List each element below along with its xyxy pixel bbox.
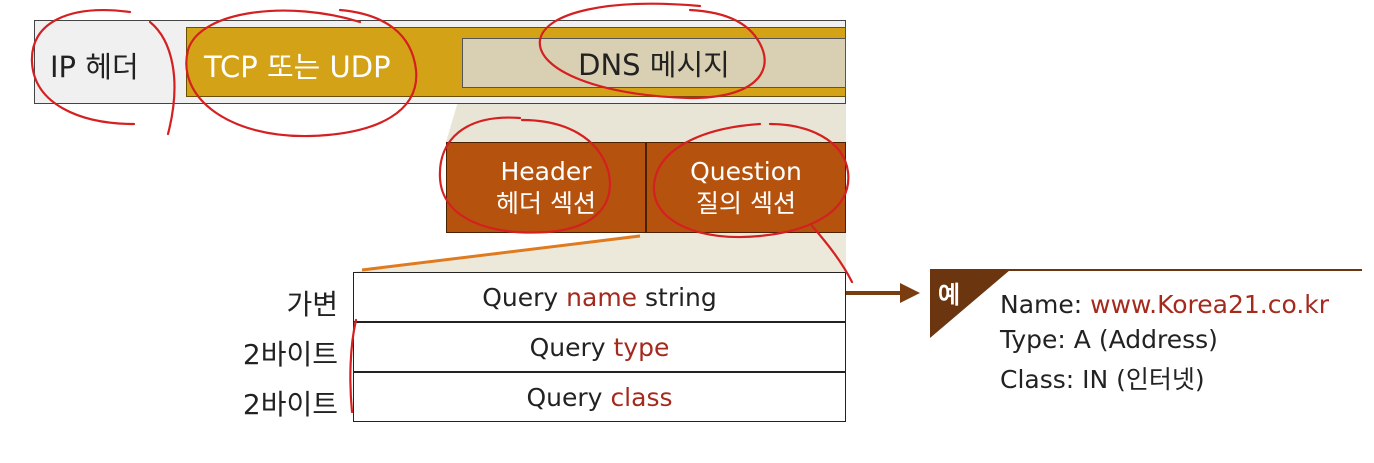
field-prefix: Query: [526, 382, 611, 412]
header-section-en: Header: [500, 156, 592, 186]
annotation-bracket: [349, 318, 358, 414]
field-keyword: type: [613, 332, 670, 362]
query-name-field: Query name string: [353, 272, 846, 322]
dns-message-label: DNS 메시지: [578, 48, 730, 82]
connector-line: [361, 234, 641, 272]
example-badge: 예: [938, 281, 961, 309]
example-name-label: Name:: [1000, 290, 1091, 319]
example-name-value: www.Korea21.co.kr: [1090, 290, 1330, 319]
question-section-en: Question: [690, 156, 802, 186]
annotation-circle-transport: [185, 8, 418, 138]
annotation-circle-header: [438, 116, 612, 234]
field-suffix: string: [637, 282, 717, 312]
example-name-line: Name: www.Korea21.co.kr: [1000, 290, 1329, 319]
size-label-variable: 가변: [286, 288, 338, 321]
transport-label: TCP 또는 UDP: [204, 50, 391, 84]
field-keyword: class: [610, 382, 673, 412]
header-section-ko: 헤더 섹션: [496, 188, 596, 218]
ip-header-label: IP 헤더: [50, 50, 139, 84]
example-class-line: Class: IN (인터넷): [1000, 365, 1205, 394]
field-prefix: Query: [529, 332, 614, 362]
query-type-field: Query type: [353, 322, 846, 372]
funnel-question-to-fields: [353, 233, 846, 272]
size-label-2byte: 2바이트: [242, 338, 338, 371]
example-type-line: Type: A (Address): [1000, 325, 1218, 354]
field-keyword: name: [566, 282, 638, 312]
dns-message-box: DNS 메시지: [462, 38, 846, 88]
question-section-ko: 질의 섹션: [696, 188, 796, 218]
annotation-circle-dns: [538, 2, 766, 100]
header-section-box: Header 헤더 섹션: [446, 142, 646, 233]
size-label-2byte: 2바이트: [242, 388, 338, 421]
annotation-circle-ip: [30, 9, 176, 136]
example-arrow-head: [900, 283, 920, 303]
query-class-field: Query class: [353, 372, 846, 422]
question-section-box: Question 질의 섹션: [646, 142, 846, 233]
field-prefix: Query: [482, 282, 567, 312]
example-badge-shape: [930, 270, 1010, 338]
annotation-circle-question: [652, 122, 854, 284]
